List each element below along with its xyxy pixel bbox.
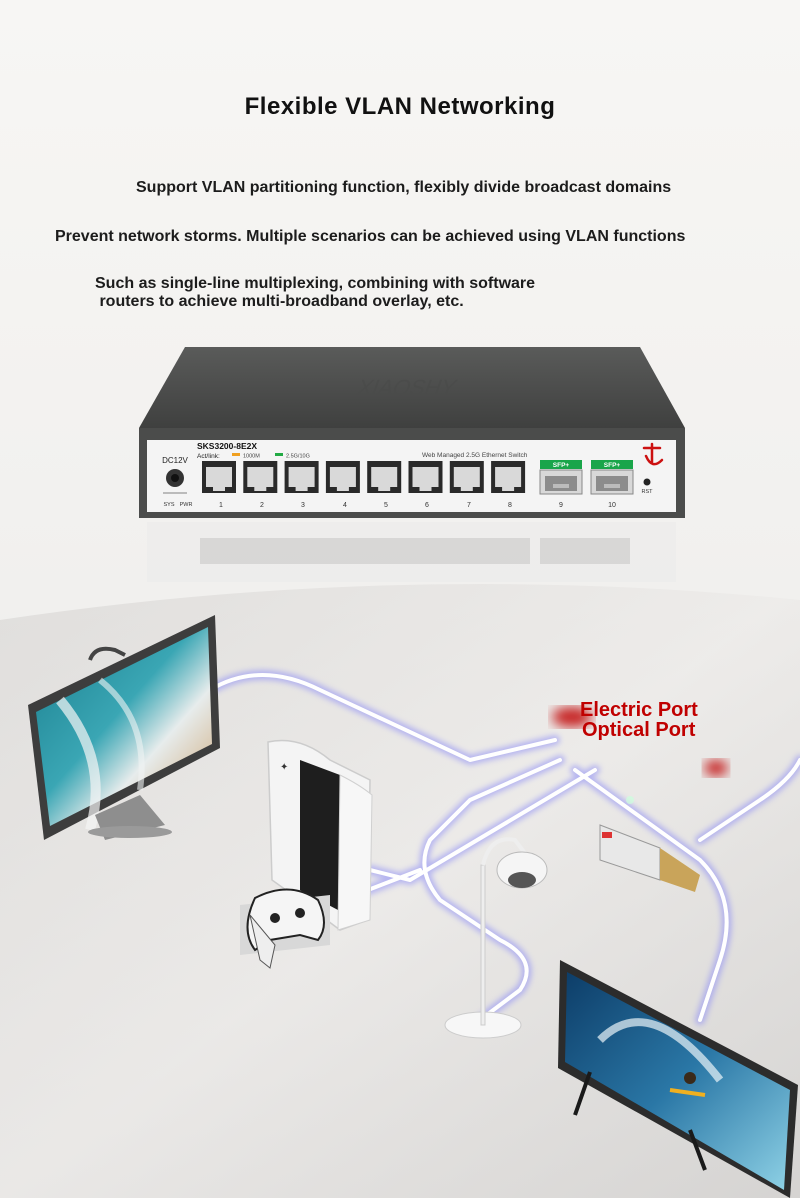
reset-button <box>643 478 651 486</box>
network-switch: XIAOSHY DC12V SYS PWR SKS3200-8E2X Act/l… <box>139 347 685 582</box>
led-orange-icon <box>232 453 240 456</box>
ethernet-port <box>325 461 360 493</box>
sfp-module-icon <box>599 796 700 892</box>
svg-text:XIAOSHY: XIAOSHY <box>354 375 461 400</box>
ethernet-port <box>243 461 278 493</box>
ethernet-port <box>284 461 319 493</box>
port-number-label: 9 <box>559 502 563 509</box>
ethernet-port <box>202 461 236 493</box>
port-number-label: 4 <box>343 502 347 509</box>
svg-text:✦: ✦ <box>280 762 288 773</box>
port-number-label: 2 <box>260 502 264 509</box>
ethernet-port <box>491 461 526 493</box>
sfp-label-9: SFP+ <box>553 462 570 469</box>
speed-25g-label: 2.5G/10G <box>286 454 310 460</box>
sfp-port-9: SFP+ <box>539 460 583 495</box>
port-number-label: 3 <box>301 502 305 509</box>
port-number-label: 8 <box>508 502 512 509</box>
power-label: DC12V <box>162 456 188 465</box>
sfp-label-10: SFP+ <box>604 462 621 469</box>
led-sys-label: SYS <box>163 502 174 508</box>
monitor-icon <box>28 615 220 840</box>
ethernet-port <box>408 461 443 493</box>
port-number-label: 1 <box>219 502 223 509</box>
brand-logo <box>642 442 664 466</box>
controller-icon <box>240 888 330 969</box>
feature-line-2: Prevent network storms. Multiple scenari… <box>55 228 686 245</box>
reset-label: RST <box>642 489 654 495</box>
port-number-label: 10 <box>608 502 616 509</box>
optical-port-label: Optical Port <box>582 719 696 741</box>
speed-1000-label: 1000M <box>243 454 260 460</box>
feature-line-3: Such as single-line multiplexing, combin… <box>95 275 536 310</box>
optical-port-marker <box>704 760 728 776</box>
port-number-label: 6 <box>425 502 429 509</box>
ethernet-ports <box>202 461 526 493</box>
product-label: Web Managed 2.5G Ethernet Switch <box>422 452 528 459</box>
model-label: SKS3200-8E2X <box>197 441 257 451</box>
network-cables <box>205 670 800 1025</box>
feature-line-1: Support VLAN partitioning function, flex… <box>136 179 672 196</box>
led-green-icon <box>275 453 283 456</box>
port-number-label: 7 <box>467 502 471 509</box>
electric-port-label: Electric Port <box>580 699 698 721</box>
game-console-icon: ✦ <box>267 739 373 931</box>
electric-port-marker <box>552 707 592 727</box>
actlink-label: Act/link: <box>197 453 220 460</box>
port-numbers: 1 2 3 4 5 6 7 8 9 10 <box>219 502 616 509</box>
led-pwr-label: PWR <box>180 502 193 508</box>
page-title: Flexible VLAN Networking <box>244 93 556 120</box>
ethernet-port <box>449 461 484 493</box>
sfp-port-10: SFP+ <box>590 460 634 495</box>
ethernet-port <box>367 461 402 493</box>
port-number-label: 5 <box>384 502 388 509</box>
camera-lamp-icon <box>444 837 548 1039</box>
tv-icon <box>558 960 798 1198</box>
